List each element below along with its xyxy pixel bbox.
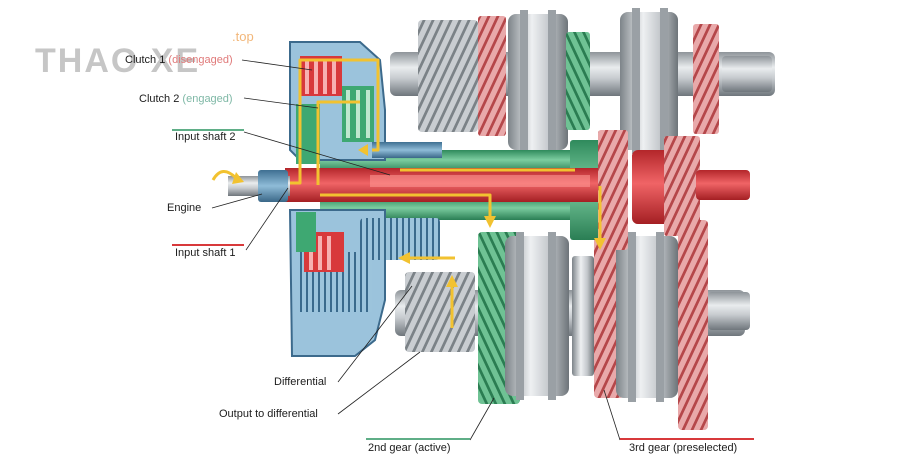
label-engine: Engine [167, 202, 202, 214]
label-3rd-gear: 3rd gear (preselected) [629, 442, 738, 454]
label-input-shaft-1: Input shaft 1 [175, 247, 236, 259]
underline-input-shaft-2 [172, 129, 244, 131]
label-output-to-differential: Output to differential [219, 408, 318, 420]
label-2nd-gear: 2nd gear (active) [368, 442, 451, 454]
leader-lines [211, 59, 621, 441]
engine-input [211, 170, 290, 202]
upper-shaft-assembly [390, 8, 775, 154]
label-input-shaft-2: Input shaft 2 [175, 131, 236, 143]
label-differential: Differential [274, 376, 327, 388]
label-clutch-2-name: Clutch 2 [139, 93, 180, 105]
label-clutch-1-name: Clutch 1 [125, 54, 166, 66]
power-flow-path [290, 58, 602, 328]
label-clutch-2: Clutch 2 (engaged) [139, 93, 233, 106]
underline-3rd-gear [620, 438, 754, 440]
watermark-suffix: .top [232, 29, 254, 44]
underline-input-shaft-1 [172, 244, 244, 246]
lower-shaft-assembly [395, 220, 750, 430]
underline-2nd-gear [366, 438, 470, 440]
power-flow-arrowheads [358, 144, 606, 287]
label-clutch-2-state: (engaged) [182, 93, 233, 105]
label-clutch-1-state: (disengaged) [168, 54, 233, 66]
label-clutch-1: Clutch 1 (disengaged) [125, 54, 233, 67]
watermark-logo: THAO XE [35, 42, 201, 80]
